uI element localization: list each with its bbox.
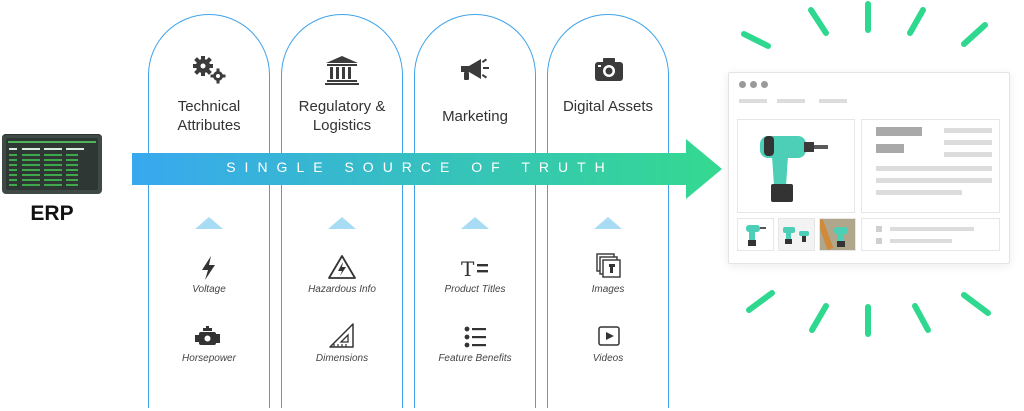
product-details-panel [861, 119, 1000, 213]
column-title-regulatory-logistics: Regulatory & Logistics [298, 98, 386, 134]
text-title-icon: T [461, 257, 488, 281]
erp-label: ERP [30, 202, 74, 225]
engine-icon [195, 326, 220, 345]
checkbox-placeholder[interactable] [876, 226, 882, 232]
breadcrumb-placeholder [739, 99, 767, 103]
video-play-icon [598, 326, 620, 346]
attribute-label-horsepower: Horsepower [182, 353, 236, 364]
breadcrumb-placeholder [777, 99, 805, 103]
up-triangle-icon [195, 217, 223, 229]
product-page-window [728, 72, 1010, 264]
breadcrumb-placeholder [819, 99, 847, 103]
text-line-placeholder [876, 166, 992, 171]
price-placeholder [876, 144, 904, 153]
erp-data-grid [8, 141, 96, 186]
computer-monitor-icon [2, 134, 102, 194]
column-title-digital-assets: Digital Assets [562, 98, 654, 115]
single-source-of-truth-label: SINGLE SOURCE OF TRUTH [226, 159, 614, 175]
window-dot [739, 81, 746, 88]
title-placeholder [876, 127, 922, 136]
column-title-marketing: Marketing [442, 108, 508, 125]
option-line-placeholder [890, 239, 952, 243]
attribute-label-hazardous-info: Hazardous Info [308, 284, 376, 295]
text-line-placeholder [876, 190, 962, 195]
option-line-placeholder [890, 227, 974, 231]
up-triangle-icon [461, 217, 489, 229]
drill-in-use-icon [817, 218, 848, 251]
text-line-placeholder [944, 128, 992, 133]
text-line-placeholder [876, 178, 992, 183]
product-options-panel [861, 218, 1000, 251]
bullet-list-icon [464, 326, 486, 348]
lightning-bolt-icon [202, 256, 215, 280]
window-dot [750, 81, 757, 88]
image-stack-icon [596, 253, 621, 278]
attribute-label-images: Images [591, 284, 625, 295]
text-line-placeholder [944, 152, 992, 157]
government-building-icon [325, 56, 359, 85]
svg-text:T: T [461, 257, 475, 281]
up-triangle-icon [328, 217, 356, 229]
thumbnail-2[interactable] [778, 218, 815, 251]
attribute-label-voltage: Voltage [192, 284, 226, 295]
set-square-ruler-icon [329, 323, 354, 348]
attribute-label-videos: Videos [592, 353, 624, 364]
thumbnail-3[interactable] [817, 218, 856, 251]
product-main-image [737, 119, 855, 213]
column-marketing [414, 14, 536, 408]
megaphone-icon [461, 58, 489, 80]
up-triangle-icon [594, 217, 622, 229]
checkbox-placeholder[interactable] [876, 238, 882, 244]
hazard-warning-icon [328, 255, 356, 279]
camera-icon [595, 58, 623, 81]
drill-kit-icon [783, 227, 809, 244]
window-dot [761, 81, 768, 88]
attribute-label-product-titles: Product Titles [444, 284, 506, 295]
column-title-technical-attributes: Technical Attributes [177, 98, 241, 134]
cordless-drill-icon [746, 225, 766, 246]
gears-icon [193, 56, 226, 84]
cordless-drill-icon [760, 136, 828, 202]
attribute-label-dimensions: Dimensions [315, 353, 369, 364]
erp-screen [6, 138, 98, 190]
text-line-placeholder [944, 140, 992, 145]
attribute-label-feature-benefits: Feature Benefits [438, 353, 512, 364]
thumbnail-1[interactable] [737, 218, 774, 251]
